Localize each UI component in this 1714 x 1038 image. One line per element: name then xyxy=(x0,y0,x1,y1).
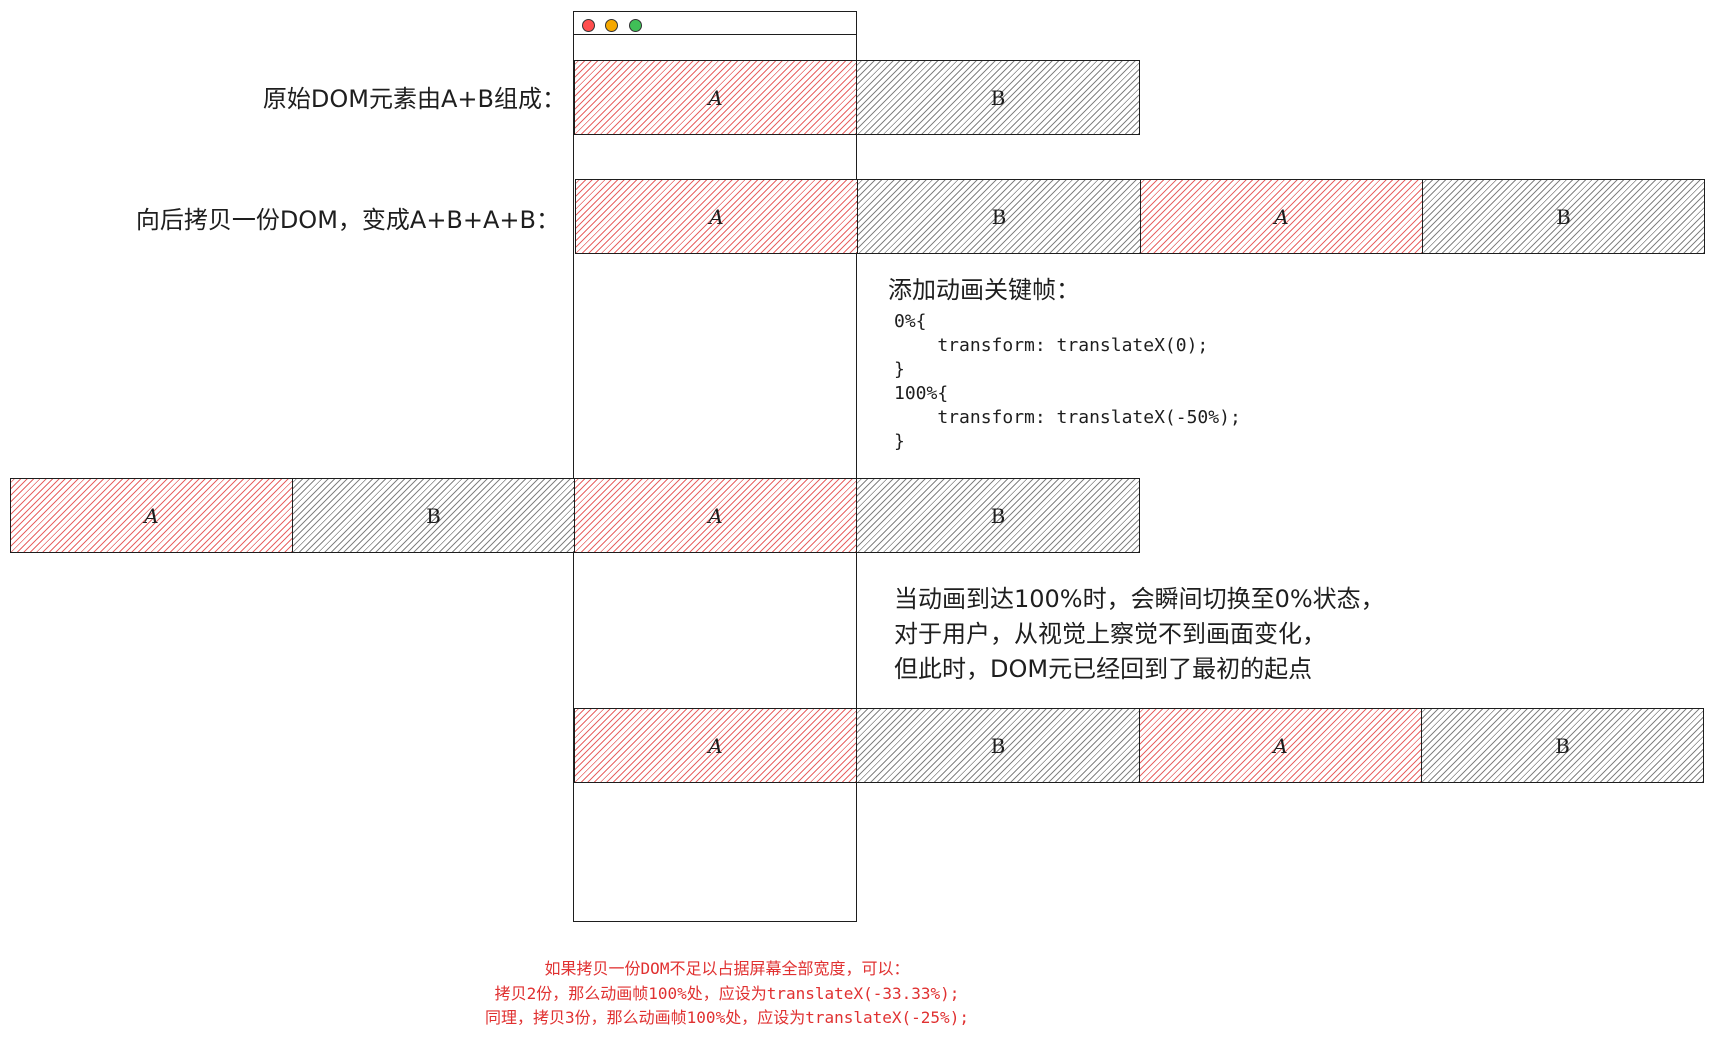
box-b: B xyxy=(856,60,1140,135)
box-b: B xyxy=(857,179,1141,254)
code-line: transform: translateX(0); xyxy=(894,335,1209,356)
explanation-line: 对于用户，从视觉上察觉不到画面变化， xyxy=(894,620,1326,648)
box-a-copy: A xyxy=(574,478,857,553)
box-label: A xyxy=(708,85,723,110)
box-b-copy: B xyxy=(1422,179,1705,254)
box-label: B xyxy=(426,503,441,528)
footnote-line: 拷贝2份，那么动画帧100%处，应设为translateX(-33.33%); xyxy=(494,983,960,1003)
box-a: A xyxy=(574,60,857,135)
box-label: A xyxy=(709,204,724,229)
box-a-copy: A xyxy=(1140,179,1423,254)
keyframes-code: 0%{ transform: translateX(0); } 100%{ tr… xyxy=(894,310,1241,454)
box-a: A xyxy=(574,708,857,783)
box-label: B xyxy=(991,204,1007,229)
box-b-copy: B xyxy=(856,478,1140,553)
code-line: transform: translateX(-50%); xyxy=(894,407,1241,428)
browser-window-frame xyxy=(573,11,857,922)
box-label: A xyxy=(1274,204,1289,229)
row2-label: 向后拷贝一份DOM，变成A+B+A+B： xyxy=(135,206,560,234)
code-line: 100%{ xyxy=(894,383,949,404)
code-line: } xyxy=(894,359,905,380)
explanation-line: 当动画到达100%时，会瞬间切换至0%状态， xyxy=(894,585,1385,613)
explanation-text: 当动画到达100%时，会瞬间切换至0%状态， 对于用户，从视觉上察觉不到画面变化… xyxy=(894,582,1385,687)
box-label: B xyxy=(990,503,1006,528)
box-b-copy: B xyxy=(1421,708,1704,783)
code-line: 0%{ xyxy=(894,311,927,332)
box-b: B xyxy=(856,708,1140,783)
close-dot-icon xyxy=(582,19,595,32)
keyframes-title: 添加动画关键帧： xyxy=(888,276,1080,304)
box-label: A xyxy=(144,503,159,528)
explanation-line: 但此时，DOM元已经回到了最初的起点 xyxy=(894,655,1313,683)
minimize-dot-icon xyxy=(605,19,618,32)
row1-label: 原始DOM元素由A+B组成： xyxy=(262,85,566,113)
box-a-copy: A xyxy=(1139,708,1422,783)
footnote-line: 如果拷贝一份DOM不足以占据屏幕全部宽度，可以： xyxy=(544,959,910,978)
box-label: B xyxy=(1555,733,1570,758)
box-label: A xyxy=(708,503,723,528)
box-label: B xyxy=(1556,204,1571,229)
footnote-line: 同理，拷贝3份，那么动画帧100%处，应设为translateX(-25%); xyxy=(485,1008,969,1027)
footnote: 如果拷贝一份DOM不足以占据屏幕全部宽度，可以： 拷贝2份，那么动画帧100%处… xyxy=(427,957,1027,1031)
code-line: } xyxy=(894,431,905,452)
box-label: A xyxy=(708,733,723,758)
maximize-dot-icon xyxy=(629,19,642,32)
box-b-shifted: B xyxy=(292,478,575,553)
box-label: B xyxy=(990,85,1006,110)
box-label: B xyxy=(990,733,1006,758)
box-a: A xyxy=(575,179,858,254)
box-label: A xyxy=(1273,733,1288,758)
window-titlebar xyxy=(574,12,856,35)
box-a-shifted: A xyxy=(10,478,293,553)
